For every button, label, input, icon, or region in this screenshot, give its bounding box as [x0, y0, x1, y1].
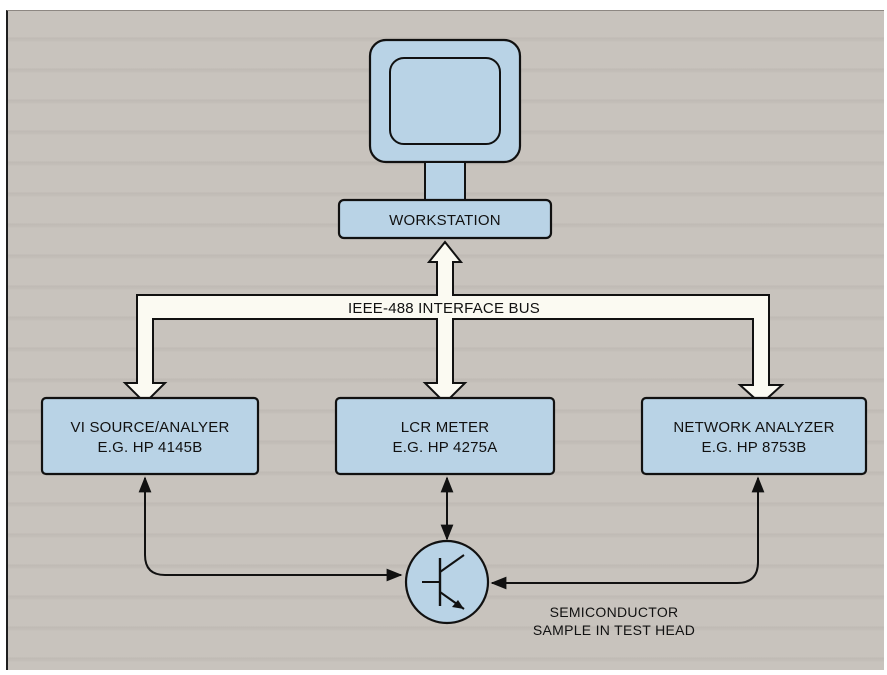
sample-label-line1: SEMICONDUCTOR — [550, 604, 679, 620]
instrument-vi-source: VI SOURCE/ANALYER E.G. HP 4145B — [40, 396, 260, 476]
instrument-model: E.G. HP 4145B — [98, 439, 203, 456]
vi-to-sample-connection — [138, 476, 403, 582]
workstation-box: WORKSTATION — [337, 198, 553, 240]
instrument-network-analyzer: NETWORK ANALYZER E.G. HP 8753B — [640, 396, 868, 476]
instrument-lcr-meter: LCR METER E.G. HP 4275A — [334, 396, 556, 476]
ieee-488-bus-arrows — [122, 240, 785, 406]
instrument-model: E.G. HP 4275A — [393, 439, 498, 456]
transistor-icon — [404, 539, 490, 625]
sample-label-line2: SAMPLE IN TEST HEAD — [533, 622, 695, 638]
instrument-model: E.G. HP 8753B — [702, 439, 807, 456]
monitor-icon — [368, 38, 522, 203]
instrument-name: NETWORK ANALYZER — [673, 419, 834, 436]
network-to-sample-connection — [490, 476, 765, 590]
instrument-name: LCR METER — [401, 419, 489, 436]
instrument-name: VI SOURCE/ANALYER — [71, 419, 230, 436]
bus-label: IEEE-488 INTERFACE BUS — [348, 300, 540, 317]
workstation-label: WORKSTATION — [389, 212, 501, 229]
